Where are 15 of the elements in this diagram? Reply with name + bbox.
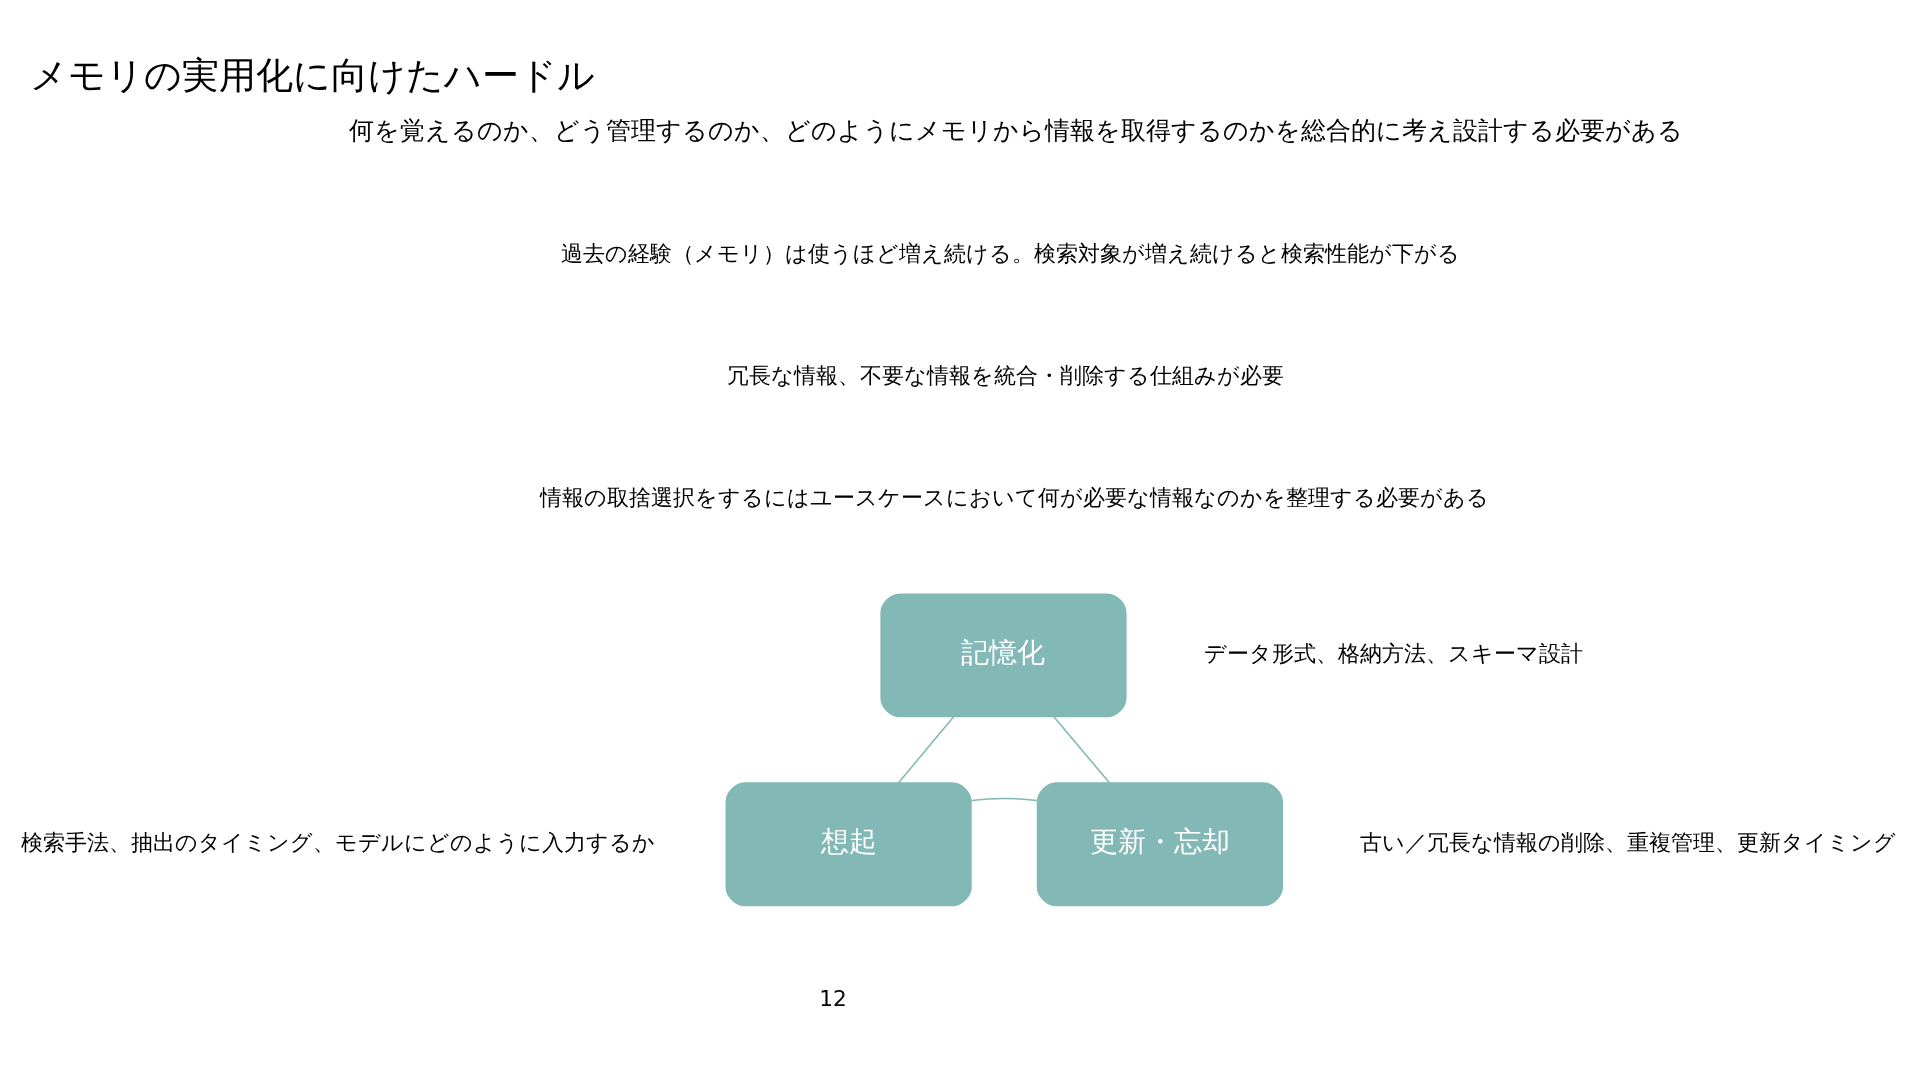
label: 情報の取捨選択をするにはユースケースにおいて何が必要な情報なのかを整理する必要がある: [539, 485, 1489, 511]
connector: [1052, 715, 1110, 784]
connector: [897, 715, 954, 784]
label: 過去の経験（メモリ）は使うほど増え続ける。検索対象が増え続けると検索性能が下がる: [560, 240, 1460, 266]
node-box: 想起: [725, 782, 972, 907]
node-box: 更新・忘却: [1036, 782, 1283, 907]
label: 何を覚えるのか、どう管理するのか、どのようにメモリから情報を取得するのかを総合的に考え設計する必要がある: [348, 115, 1683, 145]
connector: [970, 797, 1038, 802]
node-box: 記憶化: [879, 593, 1127, 718]
node-label: 検索手法、抽出のタイミング、モデルにどのように入力するか: [20, 830, 655, 856]
node-label: 古い／冗長な情報の削除、重複管理、更新タイミング: [1359, 830, 1896, 856]
diagram-title: メモリの実用化に向けたハードル: [29, 54, 595, 98]
label: 12: [818, 985, 847, 1011]
node-label: データ形式、格納方法、スキーマ設計: [1203, 641, 1583, 667]
label: 冗長な情報、不要な情報を統合・削除する仕組みが必要: [726, 363, 1284, 389]
